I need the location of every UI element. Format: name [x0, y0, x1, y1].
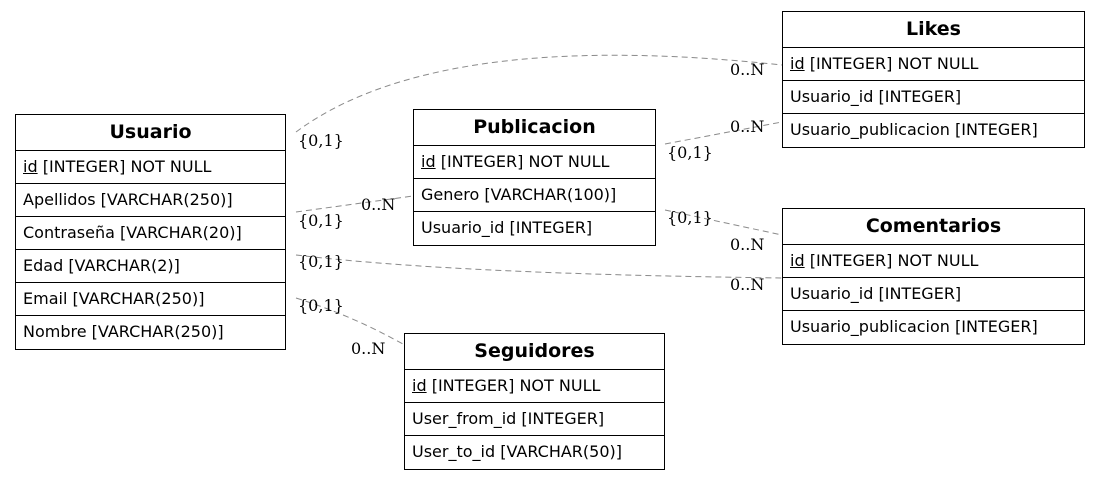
attribute-row: Usuario_publicacion [INTEGER] [790, 317, 1038, 336]
rel-line-publicacion-likes [664, 121, 783, 145]
attribute-row-pk: id [INTEGER] NOT NULL [16, 151, 285, 184]
cardinality-label: {0,1} [298, 211, 344, 230]
cardinality-label: {0,1} [667, 143, 713, 162]
cardinality-label: {0,1} [298, 131, 344, 150]
attribute-row-pk: id [INTEGER] NOT NULL [414, 146, 655, 179]
pk-label: id [790, 251, 805, 270]
cardinality-label: 0..N [730, 117, 765, 136]
cardinality-label: {0,1} [298, 296, 344, 315]
attribute-type: [INTEGER] NOT NULL [37, 157, 212, 176]
attribute-row: User_from_id [INTEGER] [405, 403, 664, 436]
cardinality-label: {0,1} [298, 252, 344, 271]
attribute-type: [INTEGER] NOT NULL [435, 152, 610, 171]
rel-line-usuario-publicacion [295, 195, 414, 213]
entity-title: Comentarios [783, 209, 1084, 245]
rel-line-usuario-seguidores [295, 297, 404, 345]
attribute-row: Edad [VARCHAR(2)] [16, 250, 285, 283]
attribute-row: Contraseña [VARCHAR(20)] [16, 217, 285, 250]
cardinality-label: 0..N [730, 235, 765, 254]
entity-title: Likes [783, 12, 1084, 48]
entity-title: Seguidores [405, 334, 664, 370]
attribute-row: Genero [VARCHAR(100)] [414, 179, 655, 212]
attribute-row: Usuario_publicacion [INTEGER] [790, 120, 1038, 139]
entity-usuario[interactable]: Usuario id [INTEGER] NOT NULL Apellidos … [15, 114, 286, 350]
attribute-row: User_to_id [VARCHAR(50)] [412, 442, 622, 461]
attribute-row: Usuario_id [INTEGER] [421, 218, 593, 237]
pk-label: id [421, 152, 436, 171]
pk-label: id [412, 376, 427, 395]
cardinality-label: 0..N [361, 195, 396, 214]
attribute-row-pk: id [INTEGER] NOT NULL [405, 370, 664, 403]
attribute-row: Usuario_id [INTEGER] [783, 81, 1084, 114]
cardinality-label: 0..N [730, 60, 765, 79]
pk-label: id [790, 54, 805, 73]
cardinality-label: 0..N [351, 339, 386, 358]
attribute-row: Apellidos [VARCHAR(250)] [16, 184, 285, 217]
cardinality-label: {0,1} [667, 208, 713, 227]
entity-publicacion[interactable]: Publicacion id [INTEGER] NOT NULL Genero… [413, 109, 656, 246]
attribute-type: [INTEGER] NOT NULL [804, 54, 979, 73]
entity-title: Usuario [16, 115, 285, 151]
rel-line-usuario-likes [295, 54, 783, 133]
entity-likes[interactable]: Likes id [INTEGER] NOT NULL Usuario_id [… [782, 11, 1085, 148]
attribute-type: [INTEGER] NOT NULL [426, 376, 601, 395]
attribute-row: Nombre [VARCHAR(250)] [23, 322, 224, 341]
rel-line-usuario-comentarios [295, 254, 783, 279]
cardinality-label: 0..N [730, 275, 765, 294]
attribute-row: Email [VARCHAR(250)] [16, 283, 285, 316]
attribute-type: [INTEGER] NOT NULL [804, 251, 979, 270]
entity-seguidores[interactable]: Seguidores id [INTEGER] NOT NULL User_fr… [404, 333, 665, 470]
entity-title: Publicacion [414, 110, 655, 146]
attribute-row: Usuario_id [INTEGER] [783, 278, 1084, 311]
pk-label: id [23, 157, 38, 176]
attribute-row-pk: id [INTEGER] NOT NULL [783, 48, 1084, 81]
attribute-row-pk: id [INTEGER] NOT NULL [783, 245, 1084, 278]
entity-comentarios[interactable]: Comentarios id [INTEGER] NOT NULL Usuari… [782, 208, 1085, 345]
